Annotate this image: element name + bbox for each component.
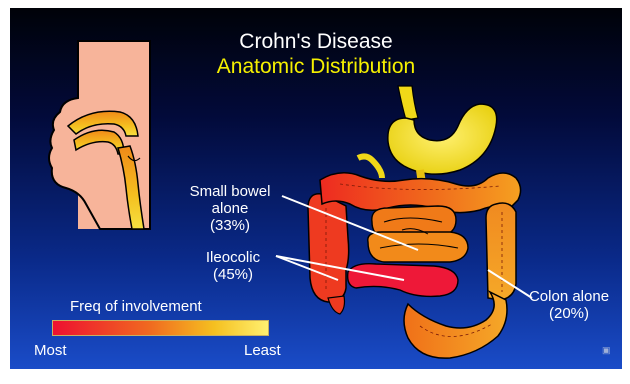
label-ileocolic-line2: (45%): [190, 266, 276, 283]
slide: ▣ Crohn's Disease Anatomic Distribution …: [10, 8, 622, 369]
esophagus-icon: [398, 86, 418, 120]
label-colon: Colon alone (20%): [518, 288, 620, 322]
small-intestine-icon: [368, 206, 468, 262]
label-colon-line2: (20%): [518, 305, 620, 322]
watermark-icon: ▣: [602, 345, 611, 355]
legend-gradient-bar: [52, 320, 269, 336]
legend-most-label: Most: [34, 342, 67, 359]
label-ileocolic: Ileocolic (45%): [190, 249, 276, 283]
label-small-bowel-line3: (33%): [178, 217, 282, 234]
label-colon-line1: Colon alone: [518, 288, 620, 305]
legend-least-label: Least: [244, 342, 281, 359]
label-small-bowel-line1: Small bowel: [178, 183, 282, 200]
page-subtitle: Anatomic Distribution: [10, 55, 622, 79]
label-ileocolic-line1: Ileocolic: [190, 249, 276, 266]
label-small-bowel: Small bowel alone (33%): [178, 183, 282, 234]
legend-title: Freq of involvement: [70, 298, 202, 315]
page-title: Crohn's Disease: [10, 30, 622, 54]
label-small-bowel-line2: alone: [178, 200, 282, 217]
